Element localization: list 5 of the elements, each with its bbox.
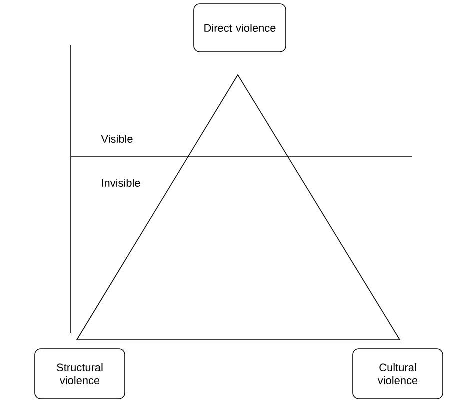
zone-label: Visible — [101, 134, 133, 144]
zone-label: Invisible — [102, 178, 140, 188]
concept-box: Cultural violence — [352, 348, 444, 400]
concept-box: Structural violence — [34, 348, 126, 400]
concept-box: Direct violence — [194, 4, 286, 52]
